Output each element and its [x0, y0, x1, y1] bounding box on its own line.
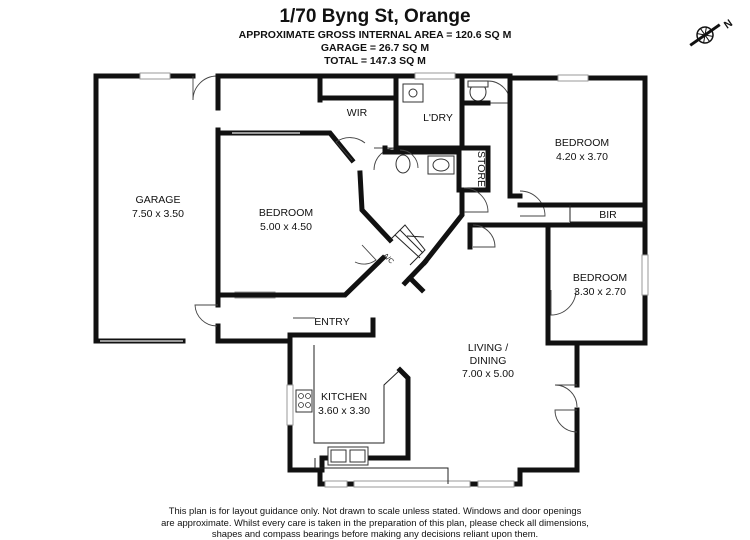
disclaimer: This plan is for layout guidance only. N… — [40, 505, 710, 540]
compass-north-icon — [689, 23, 721, 47]
kitchen-fixtures — [295, 345, 449, 484]
bedroom-3-dims: 3.30 x 2.70 — [574, 286, 626, 298]
living-name-2: DINING — [470, 355, 507, 367]
bedroom-2-walls — [517, 202, 648, 223]
kitchen-name: KITCHEN — [321, 391, 367, 403]
main-bedroom-dims: 5.00 x 4.50 — [260, 221, 312, 233]
compass-north-label: N — [722, 17, 735, 31]
bathroom — [382, 145, 465, 193]
garage-name: GARAGE — [136, 194, 181, 206]
garage-walls — [93, 72, 221, 344]
gross-area-label: APPROXIMATE GROSS INTERNAL AREA = 120.6 … — [238, 29, 512, 41]
garage-dims: 7.50 x 3.50 — [132, 208, 184, 220]
living-doors — [554, 384, 578, 433]
living-dims: 7.00 x 5.00 — [462, 368, 514, 380]
entry-walls — [287, 317, 376, 338]
outer-walls — [215, 72, 649, 488]
hallway-walls — [401, 187, 578, 346]
bedroom-2-dims: 4.20 x 3.70 — [556, 151, 608, 163]
bir-name: BIR — [599, 209, 617, 221]
plan-title: 1/70 Byng St, Orange — [279, 6, 471, 27]
disclaimer-line-2: are approximate. Whilst every care is ta… — [161, 516, 589, 528]
ac-closet — [389, 224, 426, 266]
garage-area-label: GARAGE = 26.7 SQ M — [320, 42, 430, 54]
ac-name: A/C — [381, 252, 394, 265]
bedroom-3-walls — [550, 289, 577, 316]
bedroom-3-name: BEDROOM — [573, 272, 627, 284]
main-bedroom-walls — [215, 130, 394, 298]
living-name: LIVING / — [468, 342, 508, 354]
wir-name: WIR — [347, 107, 368, 119]
laundry-walls — [393, 73, 513, 199]
main-bedroom-name: BEDROOM — [259, 207, 313, 219]
entry-name: ENTRY — [314, 316, 349, 328]
total-area-label: TOTAL = 147.3 SQ M — [324, 55, 426, 67]
store-walls — [459, 145, 491, 193]
store-name: STORE — [475, 151, 487, 187]
kitchen-dims: 3.60 x 3.30 — [318, 405, 370, 417]
disclaimer-line-1: This plan is for layout guidance only. N… — [168, 505, 582, 516]
bedroom-2-name: BEDROOM — [555, 137, 609, 149]
laundry-name: L'DRY — [423, 112, 453, 124]
disclaimer-line-3: shapes and compass bearings before makin… — [211, 528, 539, 539]
